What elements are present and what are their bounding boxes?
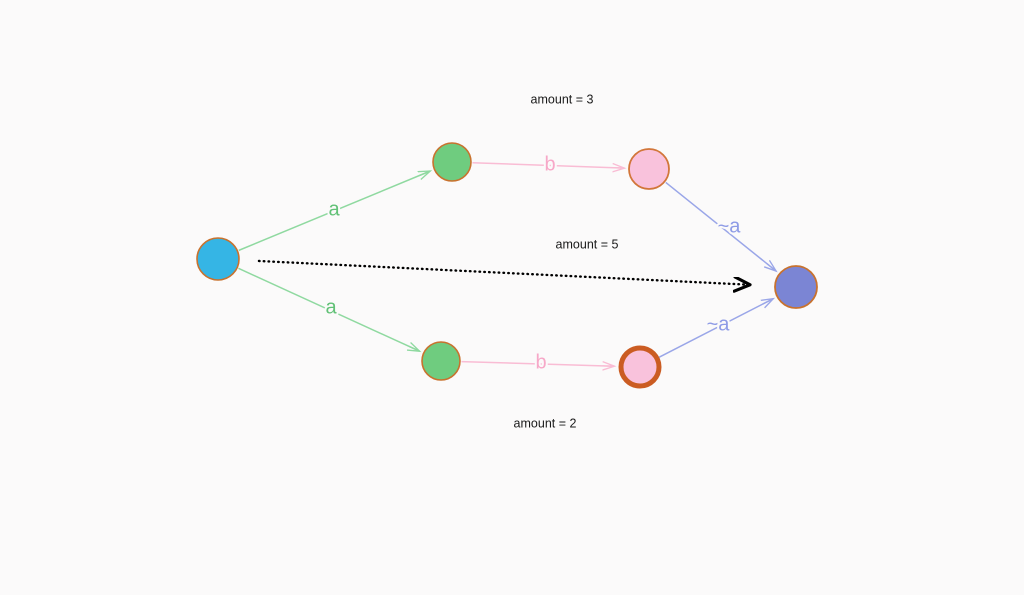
edge-not-a-bottom-label: ~a [707, 313, 731, 335]
edge-direct-dotted[interactable] [257, 259, 750, 285]
edge-a-bottom[interactable] [238, 267, 419, 351]
edge-labels-layer: a b ~a a b ~a [323, 151, 743, 375]
edge-a-top[interactable] [238, 171, 431, 252]
edge-b-bottom[interactable] [461, 360, 614, 367]
edge-not-a-top[interactable] [665, 181, 776, 271]
edge-b-top[interactable] [472, 161, 624, 168]
pink-node-top[interactable] [628, 148, 670, 190]
pink-node-bottom-highlighted[interactable] [618, 345, 662, 389]
edge-a-top-label: a [328, 198, 340, 220]
edge-b-bottom-label: b [535, 351, 546, 373]
edges-layer [238, 161, 776, 367]
amount-label-bottom: amount = 2 [514, 416, 577, 430]
green-node-top[interactable] [432, 142, 472, 182]
edge-b-top-label: b [544, 153, 555, 175]
amount-label-top: amount = 3 [531, 92, 594, 106]
green-node-bottom[interactable] [421, 341, 461, 381]
edge-a-bottom-label: a [325, 296, 337, 318]
edge-not-a-bottom[interactable] [657, 299, 773, 359]
target-node[interactable] [774, 265, 818, 309]
edge-not-a-top-label: ~a [718, 215, 742, 237]
annotations-layer: amount = 3 amount = 5 amount = 2 [514, 92, 619, 430]
nodes-layer [196, 142, 818, 389]
source-node[interactable] [196, 237, 240, 281]
amount-label-middle: amount = 5 [556, 237, 619, 251]
